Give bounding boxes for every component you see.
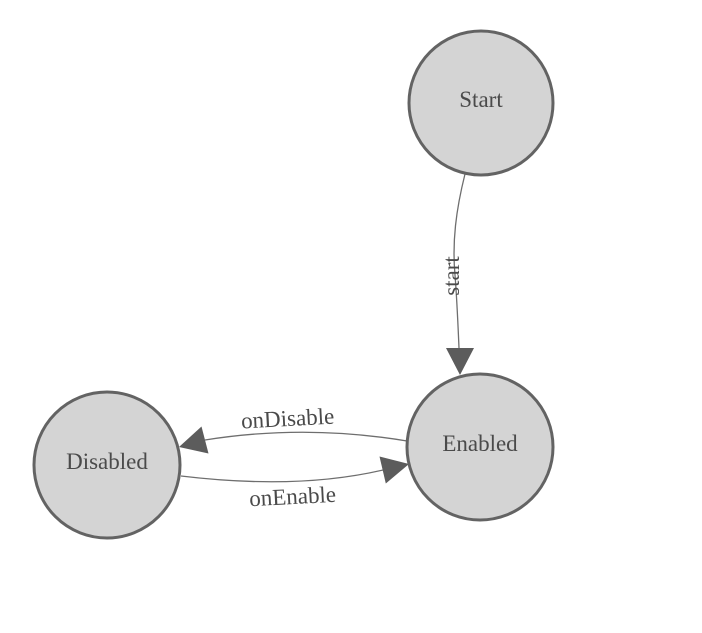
arrowhead-icon — [179, 426, 209, 454]
arrowhead-icon — [379, 456, 409, 484]
state-circle-enabled[interactable] — [405, 372, 555, 522]
edge-label-ondisable: onDisable — [240, 404, 334, 434]
edge-path-disable-transition[interactable] — [204, 431, 408, 442]
transition-edge-ondisable[interactable]: onDisable — [179, 404, 408, 454]
state-label-disabled: Disabled — [66, 449, 148, 474]
state-node-disabled[interactable]: Disabled — [32, 390, 182, 540]
state-node-enabled[interactable]: Enabled — [405, 372, 555, 522]
edge-label-onenable: onEnable — [249, 482, 337, 512]
state-node-start[interactable]: Start — [407, 29, 555, 177]
edge-label-start: start — [439, 256, 464, 296]
state-label-start: Start — [459, 87, 503, 112]
transition-edge-start[interactable]: start — [439, 173, 474, 375]
arrowhead-icon — [446, 348, 474, 375]
transition-edge-onenable[interactable]: onEnable — [180, 456, 409, 512]
edge-path-start-transition[interactable] — [453, 173, 466, 349]
state-label-enabled: Enabled — [442, 431, 518, 456]
state-circle-disabled[interactable] — [32, 390, 182, 540]
edge-path-enable-transition[interactable] — [180, 469, 384, 483]
state-circle-start[interactable] — [407, 29, 555, 177]
